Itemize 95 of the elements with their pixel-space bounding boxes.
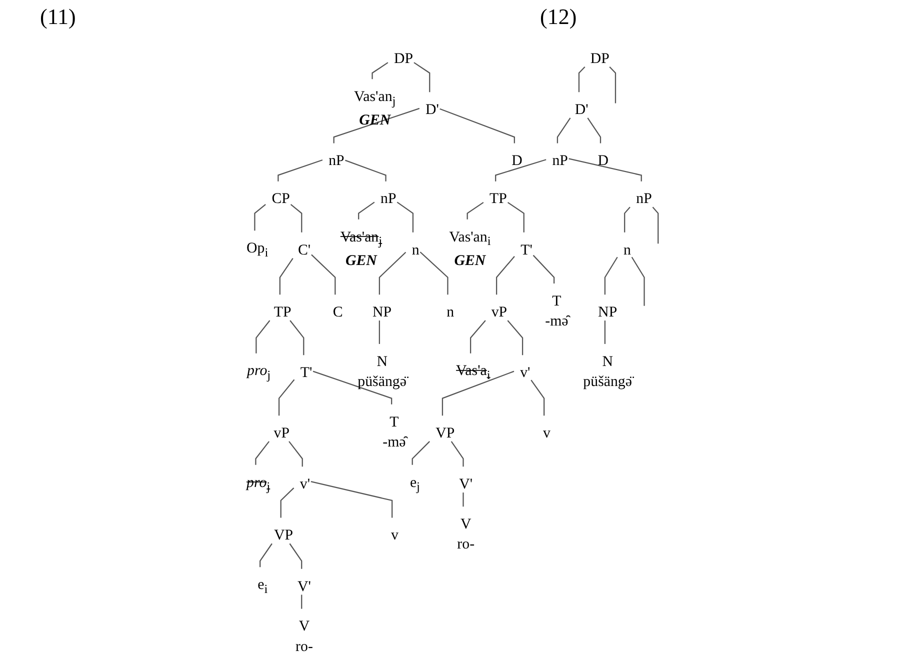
node-text: D [597,152,608,169]
node-text: Vas'an$_{j}$ GEN [354,88,396,128]
node-text: Op$_{i}$ [246,239,268,260]
connector [289,320,304,356]
node-text: pro$_{j}$ [246,362,270,383]
node-text: n [446,303,454,320]
connector [470,320,486,354]
node-text: N püšängə̈ [582,352,632,390]
node-text: nP [552,152,568,169]
node-text: T' [520,241,532,258]
connector [568,158,642,182]
node-text: e$_{j}$ [409,474,420,494]
node-text: v' [299,475,310,492]
node-text: NP [372,303,392,320]
node-text: v [390,526,398,544]
connector [441,370,514,416]
connector [259,543,272,568]
connector [586,118,601,144]
node-text: e$_{i}$ [257,576,268,596]
connector [506,202,524,232]
node-text: T -mə̑ [382,413,406,450]
node-text: v' [520,364,530,381]
connector [358,202,374,220]
node-text: CP [271,190,290,207]
connector [494,159,546,182]
connector [396,202,414,232]
connector [378,320,380,344]
connector [310,254,336,295]
connector [290,204,302,232]
connector [312,370,392,404]
connector [280,488,294,518]
node-text: DP [590,50,609,66]
connector [506,320,523,356]
connector [496,256,514,295]
node-text: C' [297,241,310,258]
node-text: D' [425,100,438,118]
connector [254,204,266,231]
connector [310,481,392,518]
connector [255,320,270,354]
connector [288,441,302,467]
connector [462,492,464,507]
connector [419,252,448,295]
node-text: V' [458,475,472,492]
node-text: n [411,241,419,258]
connector [624,206,630,232]
connector [278,258,293,295]
connector [466,202,484,220]
node-text: V' [297,578,310,594]
connector [530,380,544,416]
node-text: T -mə̑ [544,292,568,330]
node-text: N püšängə̈ [357,352,406,390]
connector [278,379,294,416]
node-text: TP [273,303,291,320]
node-text: nP [380,190,396,207]
node-text: NP [598,303,617,320]
node-text: nP [636,190,652,207]
node-text: VP [435,424,454,441]
node-text: vP [490,303,507,320]
connector [604,256,618,295]
node-text: V ro- [295,618,312,654]
connector [413,62,430,92]
node-text: DP [394,50,413,66]
connector [277,159,322,182]
node-text: n [623,241,630,258]
connector [254,441,270,465]
connector [556,118,570,144]
node-text: Vas'an$_{i}$ GEN [448,228,490,268]
node-text: VP [273,526,292,544]
connector [344,160,386,182]
connector [378,252,406,295]
connector [608,66,616,104]
connector [450,441,464,467]
connector [578,66,585,92]
connector [439,108,514,144]
node-text: V ro- [456,515,474,552]
node-text: T' [300,364,312,381]
connector [332,108,420,144]
node-text: Vas'an$_{j}$ GEN [340,228,382,268]
node-text: C [332,303,342,320]
connector [652,206,658,244]
connector [371,62,388,80]
connector [630,256,644,306]
connector [288,543,302,569]
example-number: (12) [540,4,577,30]
example-number: (11) [40,4,76,30]
node-text: nP [328,152,344,169]
connector [532,254,554,284]
connector [300,594,302,609]
node-text: v [542,424,550,441]
connector [411,441,430,465]
node-text: D [511,152,522,169]
node-text: D' [574,100,588,118]
node-text: TP [489,190,506,207]
node-text: vP [273,424,290,441]
connector [604,320,606,344]
